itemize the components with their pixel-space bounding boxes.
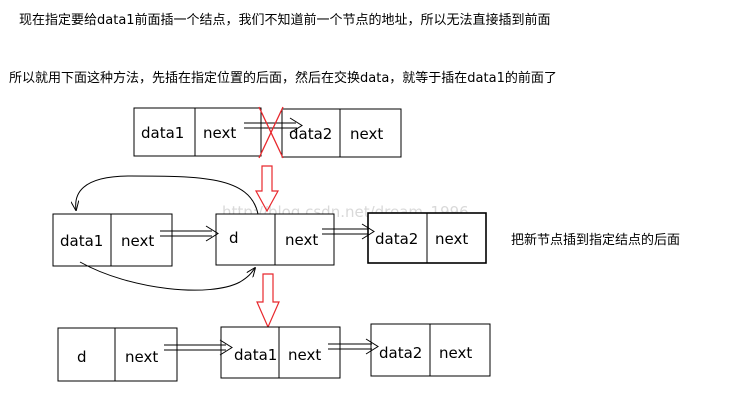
row1-node-data1: data1 next bbox=[133, 107, 262, 157]
row1-link-arrow bbox=[244, 117, 303, 134]
explanation-line-1: 现在指定要给data1前面插一个结点，我们不知道前一个节点的地址，所以无法直接插… bbox=[19, 13, 551, 28]
explanation-line-2: 所以就用下面这种方法，先插在指定位置的后面，然后在交换data，就等于插在dat… bbox=[9, 71, 557, 86]
node-next-label: next bbox=[285, 231, 318, 249]
node-next-label: next bbox=[125, 348, 158, 366]
curved-arrow-bottom bbox=[79, 261, 255, 291]
node-next-label: next bbox=[435, 230, 468, 248]
row3-link-arrow-1 bbox=[164, 339, 233, 356]
row3-node-data1: data1 next bbox=[220, 326, 341, 379]
broken-link-cross bbox=[258, 106, 284, 159]
step-down-arrow-1 bbox=[254, 165, 280, 213]
node-next-label: next bbox=[288, 346, 321, 364]
row2-node-d: d next bbox=[215, 213, 335, 266]
node-data-label: data1 bbox=[234, 346, 277, 364]
step-down-arrow-2 bbox=[256, 273, 280, 329]
node-next-label: next bbox=[439, 344, 472, 362]
row3-node-d: d next bbox=[57, 327, 178, 382]
insert-after-note: 把新节点插到指定结点的后面 bbox=[511, 233, 681, 248]
row2-node-data1: data1 next bbox=[52, 213, 173, 267]
node-data-label: data1 bbox=[141, 124, 184, 142]
node-data-label: data1 bbox=[60, 232, 103, 250]
node-data-label: data2 bbox=[375, 230, 418, 248]
row3-node-data2: data2 next bbox=[370, 323, 491, 377]
curved-arrow-top bbox=[76, 175, 259, 215]
node-data-label: d bbox=[77, 348, 87, 366]
node-data-label: data2 bbox=[289, 125, 332, 143]
row3-link-arrow-2 bbox=[328, 338, 379, 355]
row2-link-arrow-1 bbox=[160, 225, 219, 242]
row2-node-data2: data2 next bbox=[367, 212, 487, 264]
row1-node-data2: data2 next bbox=[281, 108, 402, 158]
row2-link-arrow-2 bbox=[322, 223, 375, 240]
node-next-label: next bbox=[121, 232, 154, 250]
node-next-label: next bbox=[350, 125, 383, 143]
node-data-label: d bbox=[229, 229, 239, 247]
node-next-label: next bbox=[203, 124, 236, 142]
node-data-label: data2 bbox=[379, 344, 422, 362]
